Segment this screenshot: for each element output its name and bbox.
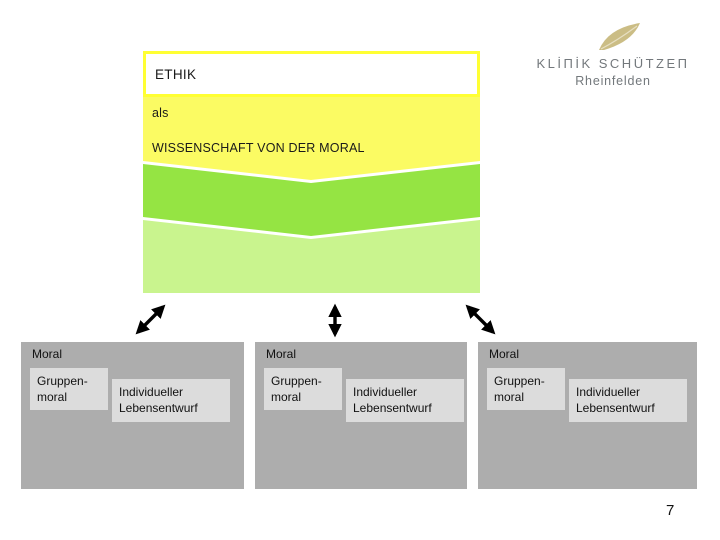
moral-group-2: Moral Gruppen- moral Individueller Leben…	[255, 342, 467, 489]
yellow-band	[143, 97, 480, 180]
ethik-header-box: ETHIK	[143, 51, 480, 97]
logo-brand-text: KLİΠİK SCHÜTZEΠ	[536, 56, 690, 71]
gruppenmoral-box: Gruppen- moral	[264, 368, 342, 410]
gruppenmoral-box: Gruppen- moral	[30, 368, 108, 410]
moral-group-title: Moral	[489, 347, 520, 361]
dark-green-chevron	[143, 164, 480, 236]
individueller-box: Individueller Lebensentwurf	[569, 379, 687, 422]
individueller-box: Individueller Lebensentwurf	[346, 379, 464, 422]
gruppenmoral-box: Gruppen- moral	[487, 368, 565, 410]
subtitle-wissenschaft: WISSENSCHAFT VON DER MORAL	[152, 141, 365, 155]
gruppenmoral-line1: Gruppen-	[271, 374, 322, 388]
gruppenmoral-line1: Gruppen-	[37, 374, 88, 388]
individueller-line1: Individueller	[576, 385, 641, 399]
gruppenmoral-line2: moral	[494, 390, 525, 405]
page-number: 7	[666, 502, 675, 519]
gruppenmoral-line1: Gruppen-	[494, 374, 545, 388]
moral-chevron-graphic	[143, 97, 480, 293]
arrow-right-diagonal	[465, 304, 496, 335]
light-green-chevron	[143, 220, 480, 293]
connector-arrows	[135, 303, 496, 338]
individueller-box: Individueller Lebensentwurf	[112, 379, 230, 422]
individueller-line2: Lebensentwurf	[353, 401, 432, 416]
leaf-icon	[599, 23, 640, 50]
gruppenmoral-line2: moral	[271, 390, 302, 405]
moral-group-3: Moral Gruppen- moral Individueller Leben…	[478, 342, 697, 489]
clinic-logo: KLİΠİK SCHÜTZEΠ Rheinfelden	[528, 22, 698, 88]
individueller-line1: Individueller	[119, 385, 184, 399]
moral-group-title: Moral	[266, 347, 297, 361]
individueller-line2: Lebensentwurf	[576, 401, 655, 416]
subtitle-als: als	[152, 106, 169, 120]
arrow-left-diagonal	[135, 304, 166, 335]
gruppenmoral-line2: moral	[37, 390, 68, 405]
moral-group-1: Moral Gruppen- moral Individueller Leben…	[21, 342, 244, 489]
ethik-title: ETHIK	[155, 66, 197, 82]
logo-subtitle: Rheinfelden	[575, 74, 651, 88]
individueller-line2: Lebensentwurf	[119, 401, 198, 416]
individueller-line1: Individueller	[353, 385, 418, 399]
moral-group-title: Moral	[32, 347, 63, 361]
